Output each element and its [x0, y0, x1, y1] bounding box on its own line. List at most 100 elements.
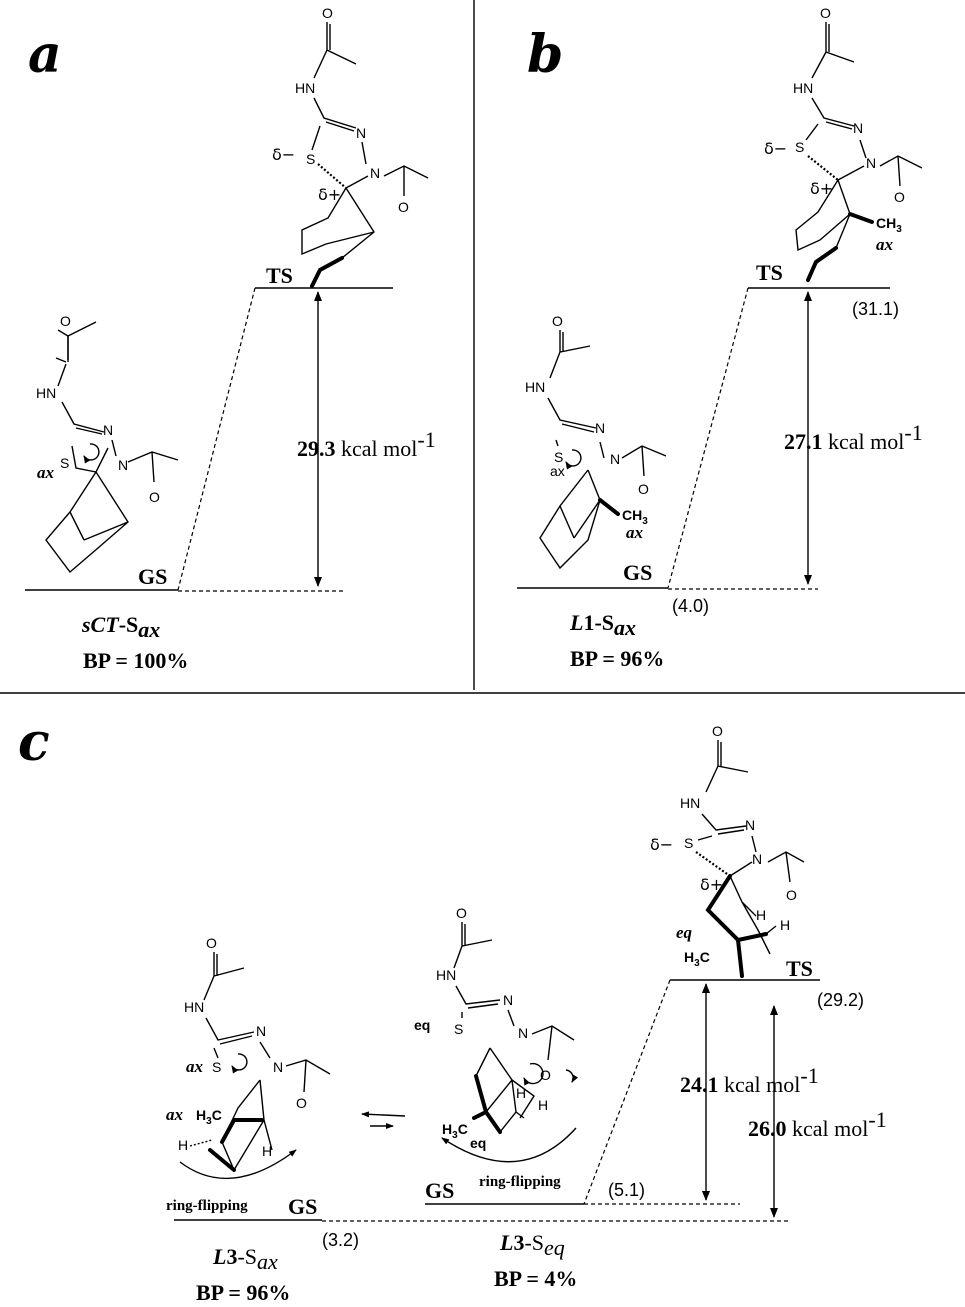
delta-minus-b: δ− [764, 139, 787, 158]
atom-h2: H [780, 917, 790, 933]
atom-s: S [684, 835, 693, 851]
atom-hn: HN [184, 999, 204, 1015]
panel-label-a: a [28, 24, 62, 85]
ax-tag-b-ts: ax [876, 235, 894, 254]
eq-tag-c3: eq [676, 923, 693, 942]
delta-plus-b: δ+ [810, 179, 833, 198]
gs-molecule-a: O HN N S N O ax [36, 313, 179, 574]
atom-o2: O [296, 1095, 307, 1111]
species-name-a: sCT-Sax [81, 612, 160, 642]
atom-s: S [554, 449, 563, 465]
atom-o: O [712, 723, 723, 739]
delta-minus-a: δ− [272, 145, 295, 164]
panel-a: TS GS 29.3 kcal mol-1 sCT-Sax BP = 100% … [25, 5, 436, 673]
eq-tag-c1: eq [414, 1017, 430, 1033]
equilibrium-arrows [361, 1111, 406, 1129]
ts-relative-energy-c: (29.2) [817, 990, 864, 1010]
ts-molecule-a: O HN N S N O δ− δ+ [272, 5, 429, 288]
delta-plus-a: δ+ [318, 185, 341, 204]
atom-o2: O [398, 199, 409, 215]
ts-gs-connector-b [667, 287, 749, 589]
gs-eq-relative-energy-c: (5.1) [608, 1180, 645, 1200]
atom-n2: N [273, 1059, 283, 1075]
atom-n2: N [866, 155, 876, 171]
atom-hn: HN [436, 967, 456, 983]
atom-s: S [795, 139, 804, 155]
ts-label-c: TS [786, 956, 813, 981]
atom-o: O [552, 313, 563, 329]
panel-label-b: b [527, 24, 563, 85]
atom-n1: N [356, 125, 366, 141]
gs-label-b: GS [623, 560, 652, 585]
atom-n2: N [610, 451, 620, 467]
atom-s: S [454, 1021, 463, 1037]
atom-o2: O [149, 489, 160, 505]
gs-ax-label-c: GS [288, 1194, 317, 1219]
ax-tag-b: ax [626, 523, 644, 542]
atom-s: S [306, 151, 315, 167]
atom-hn: HN [793, 80, 813, 96]
atom-hn: HN [295, 80, 315, 96]
atom-n1: N [745, 817, 755, 833]
ax-tag-c1: ax [186, 1057, 204, 1076]
barrier-energy-b: 27.1 kcal mol-1 [784, 420, 923, 454]
atom-h1: H [178, 1137, 188, 1153]
atom-o: O [206, 935, 217, 951]
atom-n1: N [595, 420, 605, 436]
atom-o2: O [786, 887, 797, 903]
gs-eq-molecule-c: O HN N S N O eq H H H3C eq ring-flipping [414, 905, 579, 1190]
atom-h2: H [538, 1097, 548, 1113]
panel-c: TS GS GS (29.2) (3.2) (5.1) 24.1 kcal mo… [166, 723, 887, 1305]
ts-molecule-b: O HN N S N O δ− δ+ CH3 ax [764, 5, 923, 282]
gs-eq-label-c: GS [425, 1178, 454, 1203]
atom-o: O [456, 905, 467, 921]
gs-molecule-b: O HN N S N O ax CH3 ax [525, 313, 667, 570]
atom-s: S [60, 455, 69, 471]
atom-o2: O [638, 481, 649, 497]
atom-o: O [820, 5, 831, 21]
atom-h3c: H3C [442, 1121, 468, 1141]
atom-h2: H [262, 1143, 272, 1159]
ts-gs-connector-c [583, 979, 671, 1205]
atom-n2: N [118, 457, 128, 473]
atom-o: O [322, 5, 333, 21]
panel-b: TS GS (31.1) (4.0) 27.1 kcal mol-1 L1-Sa… [517, 5, 923, 671]
population-b: BP = 96% [570, 646, 664, 671]
species-name-b: L1-Sax [569, 610, 636, 640]
panel-label-c: c [18, 712, 50, 773]
gs-label-a: GS [138, 564, 167, 589]
ax-small-b: ax [550, 463, 565, 479]
atom-n1: N [103, 422, 113, 438]
delta-minus-c: δ− [650, 835, 673, 854]
atom-ch3: CH3 [622, 507, 648, 527]
ring-flip-label-eq: ring-flipping [479, 1174, 561, 1190]
gs-ax-relative-energy-c: (3.2) [322, 1230, 359, 1250]
atom-o2: O [540, 1067, 551, 1083]
barrier-energy-a: 29.3 kcal mol-1 [297, 427, 436, 461]
atom-n2: N [370, 165, 380, 181]
atom-o: O [60, 313, 71, 329]
gs-relative-energy-b: (4.0) [672, 596, 709, 616]
ts-relative-energy-b: (31.1) [852, 299, 899, 319]
gs-ax-molecule-c: O HN N S N O ax ax H3C H H ring-flipping [166, 935, 331, 1214]
species-name-c-ax: L3-Sax [212, 1244, 278, 1274]
atom-hn: HN [36, 385, 56, 401]
atom-h3c: H3C [684, 949, 710, 969]
population-c-ax: BP = 96% [196, 1280, 290, 1305]
atom-h1: H [516, 1085, 526, 1101]
atom-n2: N [752, 851, 762, 867]
atom-h3c: H3C [196, 1107, 222, 1127]
barrier-energy-c2: 26.0 kcal mol-1 [748, 1107, 887, 1141]
delta-plus-c: δ+ [700, 875, 723, 894]
population-a: BP = 100% [83, 648, 188, 673]
species-name-c-eq: L3-Seq [499, 1230, 565, 1260]
ts-label-a: TS [266, 263, 293, 288]
ax-tag-c2: ax [166, 1105, 184, 1124]
atom-n1: N [853, 120, 863, 136]
ts-label-b: TS [756, 260, 783, 285]
atom-h1: H [756, 907, 766, 923]
atom-ch3: CH3 [876, 215, 902, 235]
ring-flip-label-ax: ring-flipping [166, 1198, 248, 1214]
